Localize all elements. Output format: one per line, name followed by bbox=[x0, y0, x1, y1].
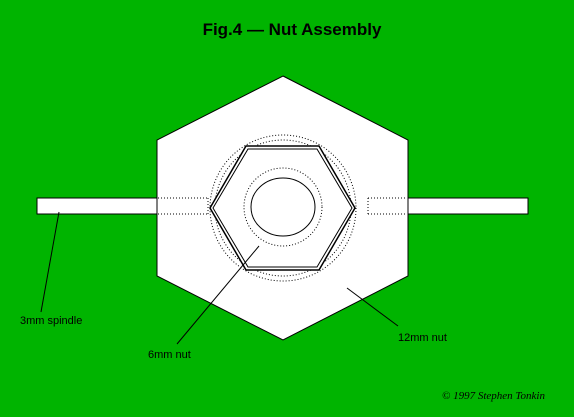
spindle-label: 3mm spindle bbox=[20, 315, 82, 327]
large-nut-leader-line bbox=[346, 287, 399, 327]
figure-title: Fig.4 — Nut Assembly bbox=[203, 20, 382, 39]
small-nut-label: 6mm nut bbox=[148, 349, 191, 361]
spindle-right-end bbox=[407, 197, 529, 215]
small-nut-bore bbox=[250, 177, 316, 237]
copyright-notice: © 1997 Stephen Tonkin bbox=[442, 390, 545, 402]
small-nut-leader-line bbox=[176, 245, 260, 345]
small-nut-chamfer bbox=[212, 148, 353, 268]
large-nut-label: 12mm nut bbox=[398, 332, 447, 344]
spindle-left-end bbox=[36, 197, 159, 215]
spindle-leader-line bbox=[40, 211, 60, 313]
